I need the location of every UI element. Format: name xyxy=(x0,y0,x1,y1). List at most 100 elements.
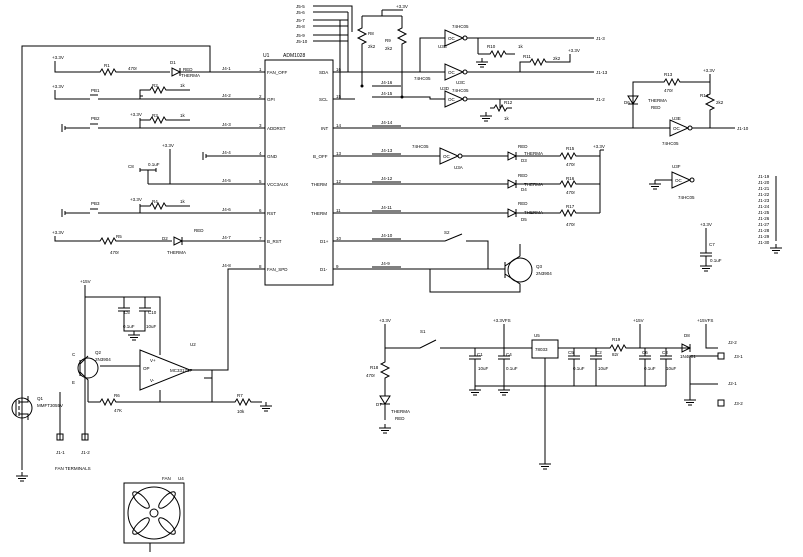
rail-label: +3.3V xyxy=(700,222,712,227)
rail-label: +3.3V xyxy=(162,143,174,148)
connector-label: J1-25 xyxy=(758,210,770,215)
resistor-ref: R16 xyxy=(566,176,575,181)
resistor-ref: R18 xyxy=(370,365,379,370)
c7-cap: +3.3V C7 0.1uF xyxy=(699,222,722,272)
rail-label: +3.3VFS xyxy=(493,318,511,323)
u1-ref: U1 xyxy=(263,53,270,59)
rail-label: +15V xyxy=(80,279,91,284)
capacitor-value: 10uF xyxy=(666,366,677,371)
transistor-part: MMFT3055V xyxy=(37,403,63,408)
u1-pin-name: THERM xyxy=(311,211,327,216)
buffer-ref: U3C xyxy=(456,80,466,85)
resistor-ref: R7 xyxy=(237,393,243,398)
buffer-bank-top: OC 74HC05 U3B J1-3 OC 74HC05 U3C J1-13 O… xyxy=(355,24,608,122)
capacitor-ref: C1 xyxy=(477,352,483,357)
rail-label: +3.3V xyxy=(396,4,408,9)
buffer-part: 74HC05 xyxy=(412,144,429,149)
resistor-value: 470r xyxy=(110,250,120,255)
connector-label: J4-9 xyxy=(381,261,390,266)
connector-label: J1-27 xyxy=(758,222,770,227)
rail-label: +3.3V xyxy=(130,112,142,117)
diode-ref: D4 xyxy=(521,187,527,192)
resistor-ref: R4 xyxy=(152,199,158,204)
connector-label: J4-3 xyxy=(222,122,231,127)
diode-label: THERMA xyxy=(524,210,543,215)
u1-chip: U1 ADM1028 xyxy=(263,53,334,286)
resistor-value: 2k2 xyxy=(716,100,724,105)
u1-pin-name: B_OFF xyxy=(313,154,328,159)
buffer-label: OC xyxy=(675,178,683,183)
resistor-ref: R17 xyxy=(566,204,575,209)
capacitor-value: 0.1uF xyxy=(710,258,722,263)
rail-label: +3.3V xyxy=(130,197,142,202)
pin-label: OP xyxy=(143,366,150,371)
connector-label: J2-2 xyxy=(728,340,737,345)
u1-pin-num: 10 xyxy=(336,236,342,241)
u1-pin-name: RST xyxy=(267,211,276,216)
connector-label: J3-1 xyxy=(734,354,743,359)
r8-r9-pullups: +3.3V R8 2k2 R9 2k2 xyxy=(356,4,408,99)
resistor-value: 470r xyxy=(366,373,376,378)
u1-pin-num: 11 xyxy=(336,208,341,213)
resistor-ref: R12 xyxy=(504,100,513,105)
buffer-part: 74HC05 xyxy=(678,195,695,200)
u1-pin-num: 5 xyxy=(259,179,262,184)
diode-label: THERMA xyxy=(181,73,200,78)
u1-pin-name: SDA xyxy=(319,70,328,75)
s2-q3: S2 Q3 2N3904 xyxy=(355,230,552,293)
u1-pin-num: 1 xyxy=(259,67,262,72)
buffer-ref: U3D xyxy=(440,86,450,91)
resistor-value: 470r xyxy=(566,222,576,227)
connector-label: J1-2 xyxy=(81,450,90,455)
connector-label: J4-15 xyxy=(381,91,393,96)
capacitor-value: 10uF xyxy=(478,366,489,371)
u1-pin-name: SCL xyxy=(319,97,328,102)
connector-label: J4-6 xyxy=(222,207,231,212)
buffer-label: OC xyxy=(448,97,456,102)
connector-label: J1-22 xyxy=(758,192,770,197)
opamp-part: MC33171P xyxy=(170,368,193,373)
diode-color: RED xyxy=(518,144,528,149)
u1-pin-name: D1+ xyxy=(320,239,329,244)
diode-label: THERMA xyxy=(648,98,667,103)
resistor-value: 47K xyxy=(114,408,122,413)
u1-pin-num: 4 xyxy=(259,151,262,156)
capacitor-ref: C6 xyxy=(642,350,648,355)
diode-ref: D5 xyxy=(521,217,527,222)
u1-pin-name: GPI xyxy=(267,97,275,102)
transistor-part: 2N3904 xyxy=(536,271,552,276)
capacitor-ref: C8 xyxy=(128,164,134,169)
connector-label: J1-29 xyxy=(758,234,770,239)
output-label: J1-3 xyxy=(596,36,605,41)
connector-label: J4-5 xyxy=(222,178,231,183)
int-buffer: OC U3E 74HC05 J1-10 R13 470r R14 2k2 +3.… xyxy=(355,68,749,146)
capacitor-ref: C5 xyxy=(124,310,130,315)
connector-label: J1-23 xyxy=(758,198,770,203)
transistor-ref: Q3 xyxy=(536,264,543,269)
resistor-ref: R3 xyxy=(152,113,158,118)
resistor-ref: R14 xyxy=(700,93,709,98)
diode-color: RED xyxy=(518,173,528,178)
u1-pin-num: 15 xyxy=(336,94,342,99)
u1-pin-name: VCC3AUX xyxy=(267,182,288,187)
connector-label: J4-8 xyxy=(222,263,231,268)
u1-pin-num: 6 xyxy=(259,208,262,213)
output-label: J1-10 xyxy=(737,126,749,131)
capacitor-ref: C7 xyxy=(709,242,715,247)
resistor-value: 1k xyxy=(504,116,510,121)
connector-label: J1-30 xyxy=(758,240,770,245)
fan-terminals-label: FAN TERMINALS xyxy=(55,466,91,471)
rail-label: +3.3V xyxy=(593,144,605,149)
switch-ref: PB3 xyxy=(91,201,100,206)
capacitor-value: 0.1uF xyxy=(123,324,135,329)
connector-label: J4-16 xyxy=(381,80,393,85)
diode-ref: D1 xyxy=(170,60,176,65)
u1-pin-name: GND xyxy=(267,154,278,159)
resistor-ref: R6 xyxy=(114,393,120,398)
capacitor-ref: C3 xyxy=(662,350,668,355)
resistor-value: 2k2 xyxy=(368,44,376,49)
u1-pin-num: 7 xyxy=(259,236,262,241)
u1-pin-name: ADDRST xyxy=(267,126,286,131)
